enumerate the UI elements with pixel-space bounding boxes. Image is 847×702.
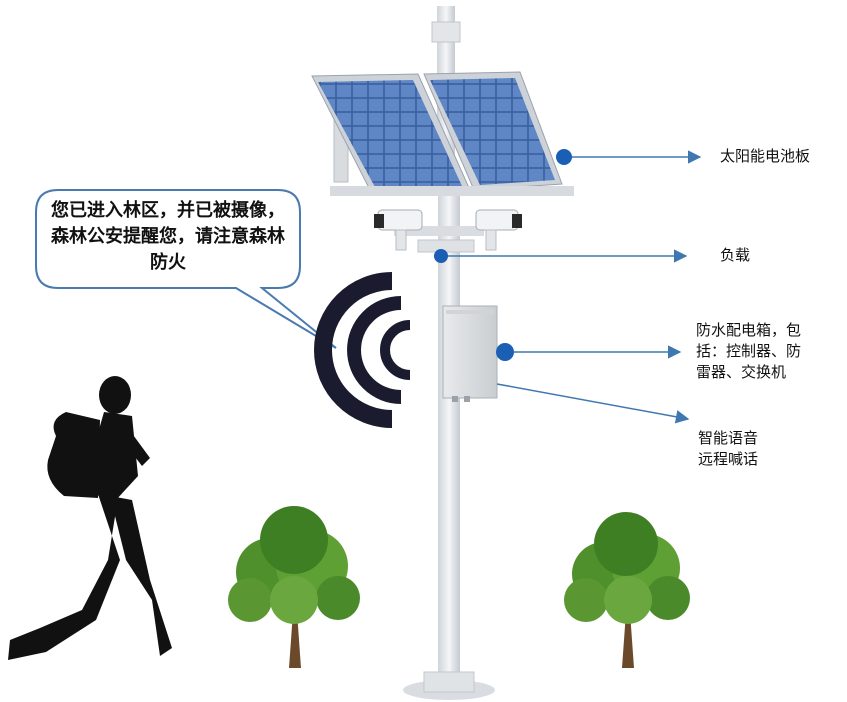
speaker-wave-icon [314,272,411,428]
bubble-text: 您已进入林区，并已被摄像，森林公安提醒您，请注意森林防火 [51,200,285,273]
tree-icon [564,512,690,668]
callout-dots [434,149,572,361]
solar-panel-icon [311,71,574,196]
label-load: 负载 [720,246,751,264]
distribution-box [442,305,498,402]
speech-bubble [35,189,337,349]
label-voice-broadcast: 智能语音 远程喊话 [698,429,759,468]
camera-icon [374,209,522,253]
label-distribution-box: 防水配电箱，包 括：控制器、防 雷器、交换机 [696,321,802,381]
hiker-silhouette-icon [8,376,172,660]
label-solar-panel: 太阳能电池板 [720,147,811,165]
callout-arrows [441,150,702,424]
tree-icon [228,506,360,668]
